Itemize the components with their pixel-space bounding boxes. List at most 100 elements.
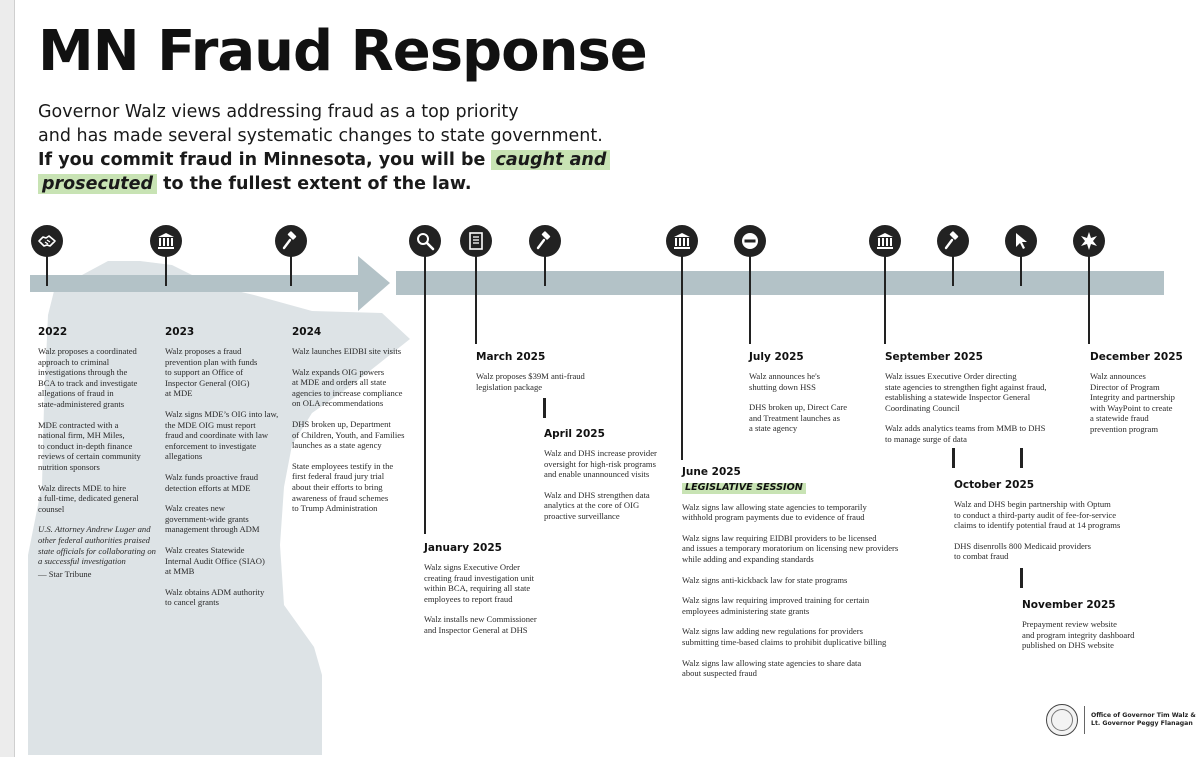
- intro-line-4: prosecuted to the fullest extent of the …: [38, 172, 610, 196]
- stem-sep-2025: [884, 256, 886, 344]
- entry-item: Walz signs law adding new regulations fo…: [682, 626, 887, 647]
- entry-item: DHS disenrolls 800 Medicaid providers to…: [954, 540, 1092, 562]
- entry-item: Walz signs law requiring EIDBI providers…: [682, 532, 899, 564]
- entry-item: Walz expands OIG powers at MDE and order…: [292, 366, 403, 409]
- stem-2023: [165, 256, 167, 286]
- gavel-icon: [529, 225, 561, 257]
- entry-date: April 2025: [544, 428, 605, 440]
- entry-item: Walz announces he's shutting down HSS: [749, 371, 821, 392]
- entry-date: June 2025: [682, 466, 741, 478]
- entry-item: Walz signs law requiring improved traini…: [682, 595, 870, 616]
- entry-item: Walz adds analytics teams from MMB to DH…: [885, 423, 1046, 444]
- entry-item: Walz and DHS increase provider oversight…: [544, 448, 657, 480]
- timeline-entry-jan-2025: January 2025 Walz signs Executive Order …: [424, 542, 554, 646]
- entry-item: Walz launches EIDBI site visits: [292, 346, 402, 356]
- entry-item: DHS broken up, Direct Care and Treatment…: [749, 402, 848, 434]
- entry-item: Walz issues Executive Order directing st…: [885, 371, 1047, 413]
- stem-jul-2025: [749, 256, 751, 344]
- prohibited-icon: [734, 225, 766, 257]
- state-seal-icon: [1046, 704, 1078, 736]
- entry-item: State employees testify in the first fed…: [292, 460, 394, 514]
- minnesota-state-shape: [28, 261, 410, 755]
- entry-date: 2022: [38, 326, 68, 338]
- footer-office-logo: Office of Governor Tim Walz & Lt. Govern…: [1046, 704, 1196, 736]
- highlight-caught: caught and: [491, 150, 611, 170]
- tick-oct-2025: [952, 448, 955, 468]
- footer-divider: [1084, 706, 1085, 734]
- entry-date: 2023: [165, 326, 195, 338]
- entry-date: September 2025: [885, 351, 983, 363]
- entry-item: MDE contracted with a national firm, MH …: [38, 419, 141, 472]
- entry-item: Walz signs MDE’s OIG into law, the MDE O…: [165, 408, 279, 462]
- stem-jun-2025: [681, 256, 683, 460]
- entry-date: March 2025: [476, 351, 546, 363]
- entry-date: December 2025: [1090, 351, 1183, 363]
- entry-date: July 2025: [749, 351, 804, 363]
- intro-line-1: Governor Walz views addressing fraud as …: [38, 102, 519, 122]
- stem-nov-2025: [1020, 256, 1022, 286]
- entry-item: Walz obtains ADM authority to cancel gra…: [165, 586, 265, 608]
- bank-icon: [666, 225, 698, 257]
- intro-line-4-text: to the fullest extent of the law.: [157, 174, 472, 194]
- entry-item: Walz creates new government-wide grants …: [165, 503, 260, 535]
- entry-quote: U.S. Attorney Andrew Luger and other fed…: [38, 524, 156, 566]
- bank-icon: [150, 225, 182, 257]
- intro-line-3: If you commit fraud in Minnesota, you wi…: [38, 148, 611, 172]
- footer-office-name: Office of Governor Tim Walz & Lt. Govern…: [1091, 712, 1196, 727]
- tick-nov-2025-bottom: [1020, 568, 1023, 588]
- magnifier-icon: [409, 225, 441, 257]
- entry-item: Walz signs Executive Order creating frau…: [424, 562, 535, 604]
- entry-item: Walz proposes a fraud prevention plan wi…: [165, 346, 258, 399]
- entry-item: Walz proposes a coordinated approach to …: [38, 346, 138, 409]
- entry-item: Walz announces Director of Program Integ…: [1090, 371, 1175, 434]
- stem-jan-2025: [424, 256, 426, 534]
- entry-date: October 2025: [954, 479, 1035, 491]
- stem-mar-2025: [475, 256, 477, 344]
- entry-item: Walz creates Statewide Internal Audit Of…: [165, 544, 265, 577]
- highlight-prosecuted: prosecuted: [38, 174, 158, 194]
- page-title: MN Fraud Response: [38, 19, 648, 84]
- gavel-icon: [275, 225, 307, 257]
- entry-item: Walz signs anti-kickback law for state p…: [682, 574, 848, 585]
- entry-item: Walz funds proactive fraud detection eff…: [165, 471, 259, 493]
- timeline-entry-oct-2025: October 2025 Walz and DHS begin partners…: [954, 479, 1149, 572]
- handshake-icon: [31, 225, 63, 257]
- timeline-entry-mar-2025: March 2025 Walz proposes $39M anti-fraud…: [476, 351, 606, 402]
- entry-item: Walz installs new Commissioner and Inspe…: [424, 614, 537, 635]
- timeline-entry-2022: 2022 Walz proposes a coordinated approac…: [38, 326, 156, 589]
- entry-date: November 2025: [1022, 599, 1116, 611]
- entry-date: January 2025: [424, 542, 502, 554]
- timeline-entry-2024: 2024 Walz launches EIDBI site visits Wal…: [292, 326, 420, 524]
- gavel-icon: [937, 225, 969, 257]
- timeline-entry-2023: 2023 Walz proposes a fraud prevention pl…: [165, 326, 285, 618]
- legislative-session-badge: LEGISLATIVE SESSION: [682, 482, 806, 494]
- entry-item: Walz signs law allowing state agencies t…: [682, 501, 867, 523]
- entry-item: Prepayment review website and program in…: [1022, 619, 1135, 651]
- tick-apr-2025: [543, 398, 546, 418]
- entry-item: Walz proposes $39M anti-fraud legislatio…: [476, 371, 585, 392]
- stem-2022: [46, 256, 48, 286]
- starburst-icon: [1073, 225, 1105, 257]
- tick-nov-2025-top: [1020, 448, 1023, 468]
- stem-2024: [290, 256, 292, 286]
- quote-text: U.S. Attorney Andrew Luger and other fed…: [38, 524, 156, 567]
- stem-apr-2025: [544, 256, 546, 286]
- timeline-entry-jun-2025: June 2025 LEGISLATIVE SESSION Walz signs…: [682, 466, 917, 689]
- cursor-icon: [1005, 225, 1037, 257]
- timeline-entry-nov-2025: November 2025 Prepayment review website …: [1022, 599, 1167, 661]
- intro-text: Governor Walz views addressing fraud as …: [38, 100, 611, 196]
- document-icon: [460, 225, 492, 257]
- entry-date: 2024: [292, 326, 322, 338]
- quote-source: — Star Tribune: [38, 568, 92, 579]
- entry-item: Walz signs law allowing state agencies t…: [682, 657, 862, 679]
- entry-item: Walz and DHS strengthen data analytics a…: [544, 489, 650, 521]
- intro-line-2: and has made several systematic changes …: [38, 126, 603, 146]
- entry-item: Walz directs MDE to hire a full-time, de…: [38, 482, 139, 514]
- intro-line-3-text: If you commit fraud in Minnesota, you wi…: [38, 150, 492, 170]
- entry-item: DHS broken up, Department of Children, Y…: [292, 418, 405, 451]
- timeline-entry-jul-2025: July 2025 Walz announces he's shutting d…: [749, 351, 869, 444]
- page-edge: [0, 0, 15, 757]
- bank-icon: [869, 225, 901, 257]
- stem-dec-2025: [1088, 256, 1090, 344]
- stem-oct-2025: [952, 256, 954, 286]
